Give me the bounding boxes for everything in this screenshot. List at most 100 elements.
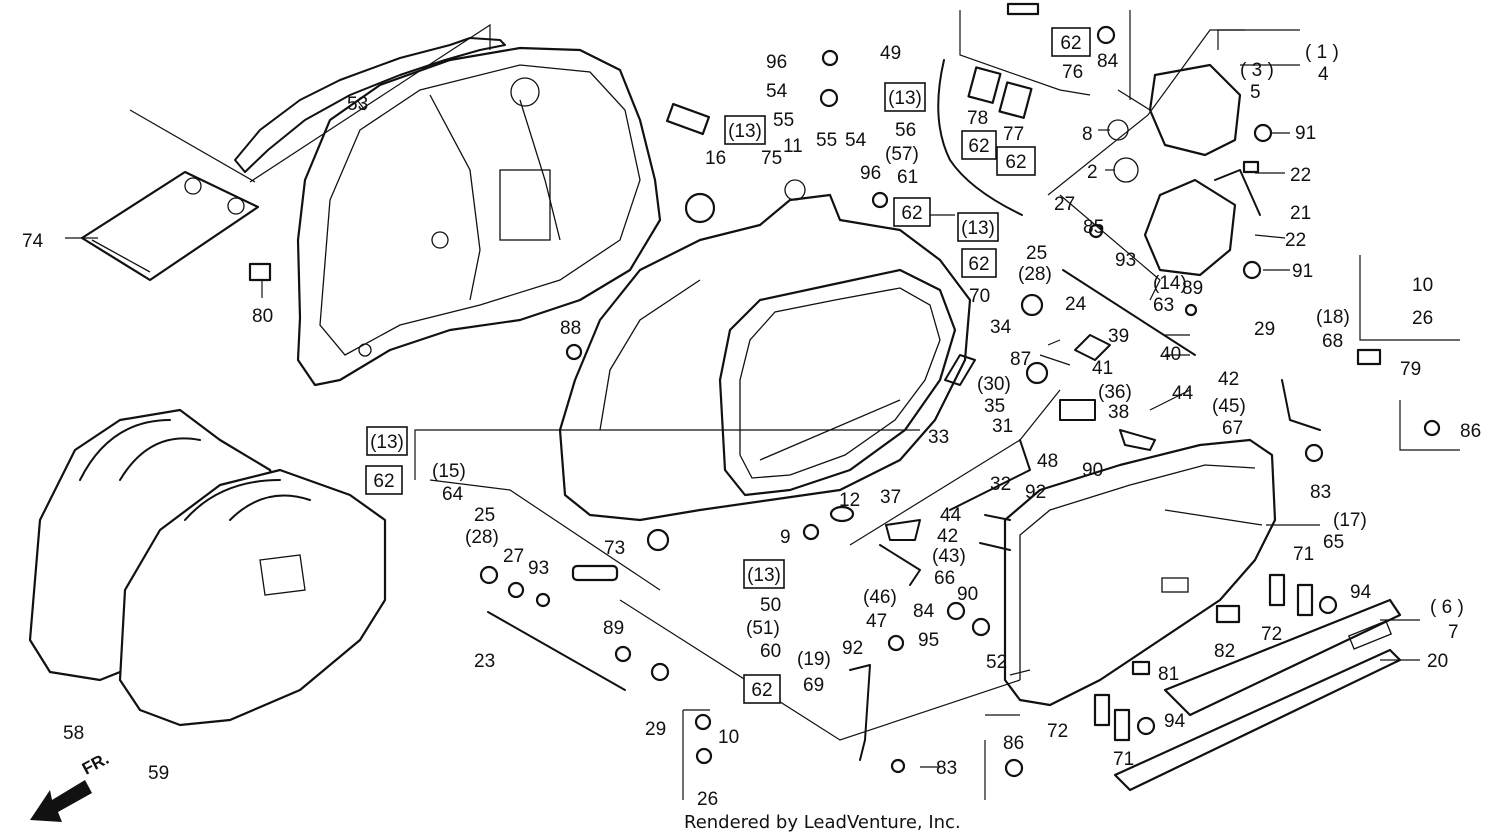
- boxed-callout-13: (13): [888, 88, 922, 109]
- callout-14: (14): [1153, 273, 1187, 294]
- boxed-callout-frame: [893, 197, 931, 227]
- callout-28: (28): [1018, 264, 1052, 285]
- callout-84: 84: [913, 601, 935, 622]
- callout-44: 44: [1172, 383, 1194, 404]
- boxed-callout-frame: [961, 248, 997, 278]
- callout-15: (15): [432, 461, 466, 482]
- credit-text: Rendered by LeadVenture, Inc.: [684, 812, 961, 833]
- callout-1: ( 1 ): [1305, 42, 1339, 63]
- boxed-callout-13: (13): [747, 565, 781, 586]
- callout-92: 92: [842, 638, 863, 659]
- boxed-callout-frame: [996, 146, 1036, 176]
- callout-90: 90: [1082, 460, 1103, 481]
- callout-11: 11: [783, 136, 803, 157]
- boxed-callout-frame: [366, 426, 408, 456]
- callout-29: 29: [1254, 319, 1275, 340]
- callout-54: 54: [845, 130, 867, 151]
- left-inner-case: [296, 46, 662, 387]
- callout-63: 63: [1153, 295, 1174, 316]
- callout-4: 4: [1318, 64, 1329, 85]
- callout-95: 95: [918, 630, 939, 651]
- trim-rail-53: [234, 37, 506, 173]
- callout-91: 91: [1292, 261, 1313, 282]
- callout-19: (19): [797, 649, 831, 670]
- callout-7: 7: [1448, 622, 1459, 643]
- callout-43: (43): [932, 546, 966, 567]
- callout-66: 66: [934, 568, 955, 589]
- callout-41: 41: [1092, 358, 1113, 379]
- callout-65: 65: [1323, 532, 1344, 553]
- callout-91: 91: [1295, 123, 1316, 144]
- callout-76: 76: [1062, 62, 1083, 83]
- callout-53: 53: [347, 94, 368, 115]
- callout-55: 55: [816, 130, 837, 151]
- callout-6: ( 6 ): [1430, 597, 1464, 618]
- callout-9: 9: [780, 527, 791, 548]
- callout-70: 70: [969, 286, 990, 307]
- callout-85: 85: [1083, 217, 1104, 238]
- boxed-callout-frame: [957, 212, 999, 242]
- callout-96: 96: [860, 163, 881, 184]
- callout-20: 20: [1427, 651, 1448, 672]
- callout-57: (57): [885, 144, 919, 165]
- boxed-callout-13: (13): [370, 432, 404, 453]
- callout-29: 29: [645, 719, 666, 740]
- callout-86: 86: [1003, 733, 1024, 754]
- callout-83: 83: [1310, 482, 1331, 503]
- callout-60: 60: [760, 641, 781, 662]
- callout-77: 77: [1003, 124, 1024, 145]
- callout-82: 82: [1214, 641, 1235, 662]
- front-marker: FR.: [79, 749, 112, 779]
- callout-96: 96: [766, 52, 787, 73]
- fasteners: [479, 2, 1441, 778]
- callout-81: 81: [1158, 664, 1179, 685]
- callout-16: 16: [705, 148, 726, 169]
- callout-74: 74: [22, 231, 44, 252]
- callout-8: 8: [1082, 124, 1093, 145]
- callout-38: 38: [1108, 402, 1129, 423]
- lid-65: [1003, 438, 1277, 707]
- callout-71: 71: [1113, 749, 1134, 770]
- callout-58: 58: [63, 723, 84, 744]
- callout-72: 72: [1047, 721, 1068, 742]
- callout-36: (36): [1098, 382, 1132, 403]
- callout-51: (51): [746, 618, 780, 639]
- boxed-callout-frame: [961, 130, 997, 160]
- floor-mat-74: [80, 170, 260, 282]
- boxed-callout-62: 62: [968, 254, 989, 275]
- boxed-callout-62: 62: [901, 203, 922, 224]
- label-80-part: [248, 262, 272, 282]
- callout-64: 64: [442, 484, 464, 505]
- callout-78: 78: [967, 108, 988, 129]
- callout-32: 32: [990, 474, 1011, 495]
- callout-31: 31: [992, 416, 1013, 437]
- callout-88: 88: [560, 318, 581, 339]
- callout-35: 35: [984, 396, 1005, 417]
- callout-10: 10: [718, 727, 739, 748]
- callout-68: 68: [1322, 331, 1343, 352]
- boxed-callout-62: 62: [1060, 33, 1081, 54]
- callout-59: 59: [148, 763, 169, 784]
- boxed-callout-62: 62: [968, 136, 989, 157]
- seal-12-part: [829, 505, 855, 523]
- callout-2: 2: [1087, 162, 1098, 183]
- callout-28: (28): [465, 527, 499, 548]
- callout-33: 33: [928, 427, 949, 448]
- callout-37: 37: [880, 487, 901, 508]
- callout-89: 89: [1182, 278, 1203, 299]
- callout-90: 90: [957, 584, 978, 605]
- callout-42: 42: [937, 526, 958, 547]
- callout-34: 34: [990, 317, 1012, 338]
- callout-84: 84: [1097, 51, 1119, 72]
- callout-39: 39: [1108, 326, 1129, 347]
- callout-69: 69: [803, 675, 824, 696]
- callout-72: 72: [1261, 624, 1282, 645]
- callout-89: 89: [603, 618, 624, 639]
- boxed-callout-13: (13): [961, 218, 995, 239]
- callout-27: 27: [503, 546, 524, 567]
- callout-48: 48: [1037, 451, 1058, 472]
- callout-54: 54: [766, 81, 788, 102]
- callout-30: (30): [977, 374, 1011, 395]
